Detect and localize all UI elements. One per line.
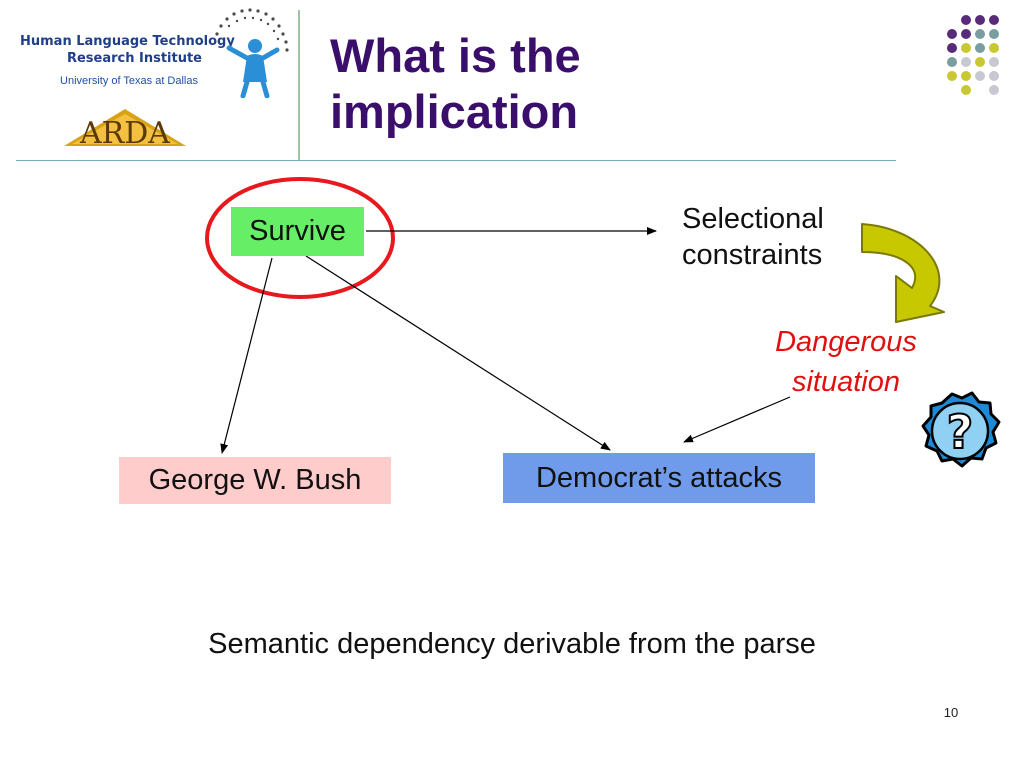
- node-george-w-bush: George W. Bush: [119, 457, 391, 504]
- edge-survive-to-democrat: [305, 255, 611, 451]
- juggler-mascot-icon: [207, 6, 299, 99]
- decorative-dot: [961, 57, 971, 67]
- decorative-dot: [961, 85, 971, 95]
- decorative-dot: [961, 15, 971, 25]
- page-number: 10: [943, 705, 959, 720]
- question-mark-icon[interactable]: ?: [921, 391, 1001, 468]
- institute-name: Human Language Technology Research Insti…: [20, 33, 235, 67]
- decorative-dot: [975, 29, 985, 39]
- node-survive: Survive: [231, 207, 364, 256]
- arda-logo: ARDA: [62, 108, 188, 148]
- decorative-dot: [989, 43, 999, 53]
- decorative-dot: [947, 43, 957, 53]
- slide-title-line2: implication: [330, 85, 579, 138]
- decorative-dot: [961, 71, 971, 81]
- slide-title: What is the implication: [330, 28, 750, 140]
- decorative-dot: [989, 71, 999, 81]
- dangerous-line2: situation: [791, 366, 900, 398]
- decorative-dot: [975, 15, 985, 25]
- selectional-constraints-label: Selectional constraints: [682, 201, 824, 273]
- decorative-dot: [989, 29, 999, 39]
- selectional-line2: constraints: [682, 239, 823, 271]
- university-name: University of Texas at Dallas: [60, 75, 198, 87]
- decorative-dot: [947, 57, 957, 67]
- decorative-dot: [947, 71, 957, 81]
- institute-name-line2: Research Institute: [66, 51, 202, 66]
- decorative-dot: [975, 57, 985, 67]
- svg-text:?: ?: [947, 405, 974, 459]
- edge-dangerous-to-democrat: [683, 396, 791, 443]
- institute-name-line1: Human Language Technology: [20, 34, 235, 49]
- header-vertical-divider: [298, 10, 300, 160]
- decorative-dot: [975, 71, 985, 81]
- decorative-dot: [989, 57, 999, 67]
- decorative-dot: [947, 29, 957, 39]
- node-democrats-attacks: Democrat’s attacks: [503, 453, 815, 503]
- decorative-dot: [989, 85, 999, 95]
- curved-arrow-icon: [861, 223, 945, 323]
- survive-highlight-circle: [205, 177, 395, 299]
- dangerous-line1: Dangerous: [775, 326, 917, 358]
- header-horizontal-divider: [16, 160, 896, 161]
- slide-title-line1: What is the: [330, 29, 581, 82]
- decorative-dot: [975, 43, 985, 53]
- slide-caption: Semantic dependency derivable from the p…: [208, 628, 816, 660]
- decorative-dot: [961, 43, 971, 53]
- decorative-dot: [989, 15, 999, 25]
- dangerous-situation-label: Dangerous situation: [758, 322, 934, 402]
- decorative-dot: [961, 29, 971, 39]
- selectional-line1: Selectional: [682, 203, 824, 235]
- decorative-dot-grid: [944, 14, 1008, 104]
- arda-logo-text: ARDA: [79, 116, 170, 148]
- edge-survive-to-bush: [220, 257, 273, 454]
